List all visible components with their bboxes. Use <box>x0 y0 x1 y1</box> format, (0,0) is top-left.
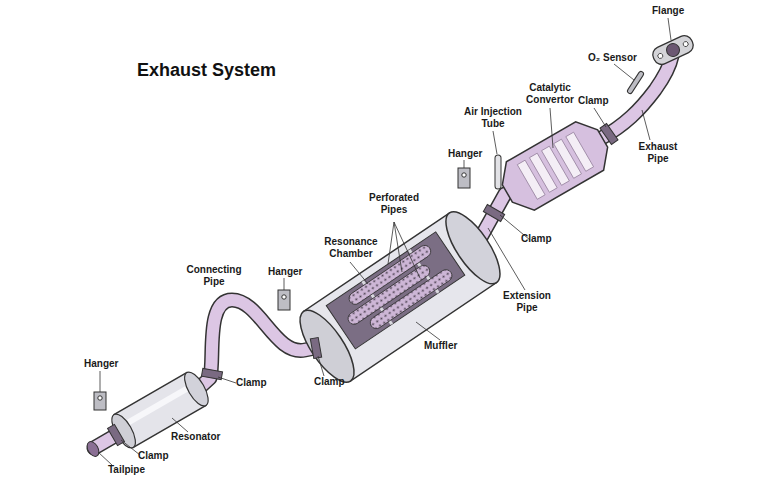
air-injection-tube <box>498 158 499 186</box>
part-label: Flange <box>652 5 684 17</box>
part-label: Clamp <box>521 233 552 245</box>
o2-sensor <box>630 74 641 91</box>
part-label: Clamp <box>314 376 345 388</box>
part-label: Resonance Chamber <box>321 236 381 260</box>
part-label: Clamp <box>138 450 169 462</box>
part-label: Clamp <box>578 95 609 107</box>
part-label: Extension Pipe <box>499 290 555 314</box>
part-label: Exhaust Pipe <box>633 141 683 165</box>
catalytic-converter <box>493 114 616 217</box>
part-label: Air Injection Tube <box>457 106 529 130</box>
diagram-title: Exhaust System <box>137 60 276 81</box>
part-label: Muffler <box>424 340 457 352</box>
part-label: Resonator <box>171 431 220 443</box>
part-label: O₂ Sensor <box>588 52 637 64</box>
part-label: Clamp <box>236 377 267 389</box>
part-label: Hanger <box>268 266 302 278</box>
flange-plate <box>650 33 696 67</box>
part-label: Hanger <box>84 358 118 370</box>
leader-lines <box>98 18 671 465</box>
part-label: Hanger <box>448 148 482 160</box>
part-label: Connecting Pipe <box>184 264 244 288</box>
hangers <box>94 168 470 410</box>
pipes <box>94 56 672 448</box>
part-label: Perforated Pipes <box>364 192 424 216</box>
muffler-body <box>290 204 509 390</box>
part-label: Catalytic Convertor <box>520 82 580 106</box>
part-label: Tailpipe <box>108 464 145 476</box>
tailpipe-end <box>85 440 102 459</box>
clamps <box>108 124 618 446</box>
